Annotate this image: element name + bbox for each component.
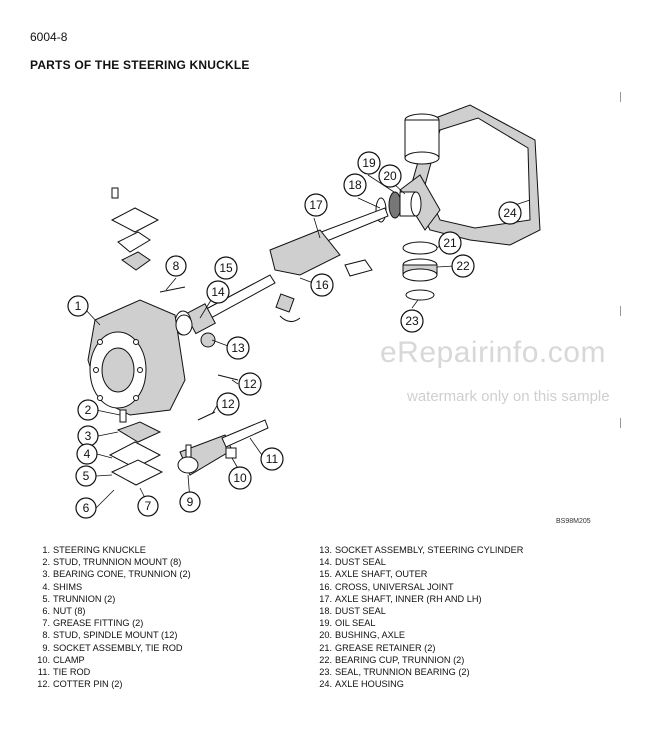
svg-text:4: 4 bbox=[84, 447, 91, 461]
parts-list-item: 3.BEARING CONE, TRUNNION (2) bbox=[42, 569, 191, 580]
parts-list-item: 2.STUD, TRUNNION MOUNT (8) bbox=[42, 557, 182, 568]
callout-10: 10 bbox=[228, 466, 252, 490]
callout-8: 8 bbox=[165, 255, 187, 277]
parts-list-item: 24.AXLE HOUSING bbox=[319, 679, 404, 690]
edge-mark-bottom bbox=[620, 418, 621, 428]
svg-text:7: 7 bbox=[145, 499, 152, 513]
u-joint-drawing bbox=[275, 259, 373, 322]
parts-list-item: 20.BUSHING, AXLE bbox=[319, 630, 405, 641]
parts-list-item: 5.TRUNNION (2) bbox=[42, 593, 116, 604]
svg-text:1: 1 bbox=[75, 299, 82, 313]
parts-list-item: 21.GREASE RETAINER (2) bbox=[319, 642, 436, 653]
parts-list-item: 8.STUD, SPINDLE MOUNT (12) bbox=[42, 630, 178, 641]
parts-list-item: 1.STEERING KNUCKLE bbox=[42, 545, 146, 555]
callout-11: 11 bbox=[260, 447, 284, 471]
callout-9: 9 bbox=[179, 491, 201, 513]
callout-20: 20 bbox=[378, 164, 402, 188]
bottom-trunnion-drawing bbox=[108, 409, 164, 486]
parts-list-item: 6.NUT (8) bbox=[42, 606, 86, 617]
svg-text:13: 13 bbox=[231, 341, 245, 355]
inner-axle-shaft-drawing bbox=[269, 207, 389, 276]
exploded-diagram: 1 2 3 4 5 6 7 8 9 10 11 12 12 13 14 15 1… bbox=[67, 104, 541, 519]
svg-text:12: 12 bbox=[243, 377, 257, 391]
svg-text:8: 8 bbox=[173, 259, 180, 273]
callout-15: 15 bbox=[214, 256, 238, 280]
callout-7: 7 bbox=[137, 495, 159, 517]
callout-16: 16 bbox=[310, 273, 334, 297]
parts-list-item: 10.CLAMP bbox=[37, 654, 85, 665]
figure-code: BS98M205 bbox=[556, 518, 591, 525]
callout-1: 1 bbox=[67, 295, 89, 317]
parts-list-item: 22.BEARING CUP, TRUNNION (2) bbox=[319, 654, 465, 665]
svg-text:23: 23 bbox=[405, 314, 419, 328]
parts-list-item: 23.SEAL, TRUNNION BEARING (2) bbox=[319, 667, 470, 678]
parts-list-item: 11.TIE ROD bbox=[37, 667, 91, 678]
callout-12b: 12 bbox=[238, 372, 262, 396]
svg-text:6: 6 bbox=[83, 501, 90, 515]
parts-list-item: 17.AXLE SHAFT, INNER (RH AND LH) bbox=[319, 593, 482, 604]
parts-list-item: 7.GREASE FITTING (2) bbox=[42, 618, 144, 629]
svg-text:15: 15 bbox=[219, 261, 233, 275]
callout-13: 13 bbox=[226, 336, 250, 360]
callout-23: 23 bbox=[400, 309, 424, 333]
steering-knuckle-drawing bbox=[87, 299, 186, 416]
svg-text:3: 3 bbox=[85, 429, 92, 443]
svg-text:18: 18 bbox=[348, 178, 362, 192]
svg-text:9: 9 bbox=[187, 495, 194, 509]
callout-22: 22 bbox=[451, 254, 475, 278]
edge-mark-middle bbox=[620, 306, 621, 316]
watermark-main: eRepairinfo.com bbox=[380, 336, 606, 369]
callout-19: 19 bbox=[357, 151, 381, 175]
small-parts-drawing bbox=[159, 286, 239, 421]
parts-list-item: 4.SHIMS bbox=[42, 581, 83, 592]
edge-mark-top bbox=[620, 92, 621, 102]
svg-text:2: 2 bbox=[85, 403, 92, 417]
trunnion-rings-drawing bbox=[402, 241, 438, 301]
watermark-sub: watermark only on this sample bbox=[407, 388, 610, 405]
parts-list-item: 9.SOCKET ASSEMBLY, TIE ROD bbox=[42, 642, 183, 653]
top-trunnion-drawing bbox=[110, 187, 160, 271]
callout-24: 24 bbox=[498, 201, 522, 225]
callout-3: 3 bbox=[77, 425, 99, 447]
svg-text:12: 12 bbox=[221, 397, 235, 411]
callout-4: 4 bbox=[76, 443, 98, 465]
svg-text:14: 14 bbox=[211, 285, 225, 299]
svg-text:11: 11 bbox=[266, 452, 279, 466]
svg-text:22: 22 bbox=[456, 259, 470, 273]
parts-list-item: 16.CROSS, UNIVERSAL JOINT bbox=[319, 581, 454, 592]
svg-text:19: 19 bbox=[362, 156, 376, 170]
callout-21: 21 bbox=[438, 231, 462, 255]
parts-list-item: 12.COTTER PIN (2) bbox=[37, 679, 123, 690]
svg-text:17: 17 bbox=[309, 198, 323, 212]
parts-list-item: 19.OIL SEAL bbox=[319, 618, 376, 629]
callout-2: 2 bbox=[77, 399, 99, 421]
svg-text:10: 10 bbox=[233, 471, 247, 485]
svg-text:16: 16 bbox=[315, 278, 329, 292]
svg-text:5: 5 bbox=[83, 469, 90, 483]
axle-housing-drawing bbox=[399, 104, 541, 246]
parts-list-item: 14.DUST SEAL bbox=[319, 557, 386, 568]
svg-text:20: 20 bbox=[383, 169, 397, 183]
parts-list-left: 1.STEERING KNUCKLE 2.STUD, TRUNNION MOUN… bbox=[20, 544, 191, 690]
svg-text:24: 24 bbox=[503, 206, 517, 220]
parts-list-item: 15.AXLE SHAFT, OUTER bbox=[319, 569, 428, 580]
callout-5: 5 bbox=[75, 465, 97, 487]
parts-list-item: 18.DUST SEAL bbox=[319, 606, 386, 617]
callout-12a: 12 bbox=[216, 392, 240, 416]
parts-list-right: 13.SOCKET ASSEMBLY, STEERING CYLINDER 14… bbox=[302, 544, 523, 690]
page-number: 6004-8 bbox=[30, 30, 68, 44]
tie-rod-drawing bbox=[177, 419, 269, 476]
svg-text:21: 21 bbox=[443, 236, 457, 250]
callout-18: 18 bbox=[343, 173, 367, 197]
parts-list-item: 13.SOCKET ASSEMBLY, STEERING CYLINDER bbox=[319, 545, 524, 555]
page-title: PARTS OF THE STEERING KNUCKLE bbox=[30, 58, 250, 72]
callout-17: 17 bbox=[304, 193, 328, 217]
callout-6: 6 bbox=[75, 497, 97, 519]
callout-14: 14 bbox=[206, 280, 230, 304]
